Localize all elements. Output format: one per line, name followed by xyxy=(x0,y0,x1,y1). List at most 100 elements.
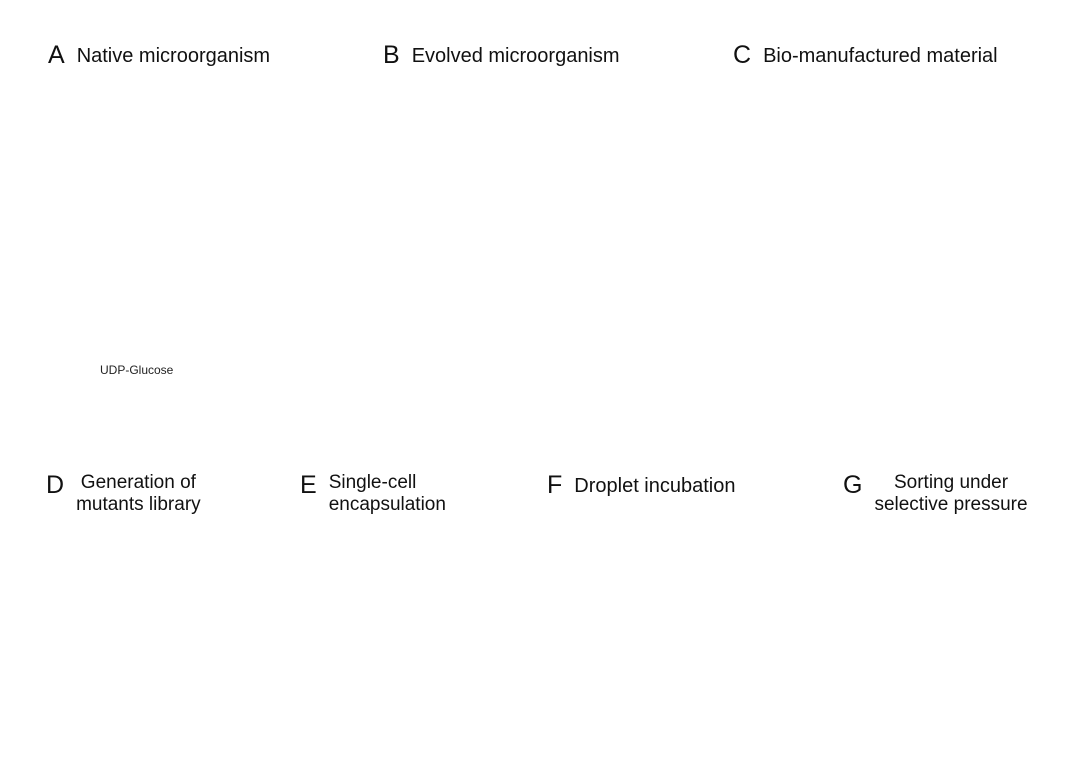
single-cell xyxy=(450,590,457,593)
mutant-cell xyxy=(108,638,130,653)
droplet-cell xyxy=(638,596,644,599)
droplet xyxy=(482,676,502,696)
single-cell xyxy=(420,600,427,603)
droplet-cell xyxy=(660,596,666,599)
droplet-cell xyxy=(572,554,578,557)
mutant-cell xyxy=(126,606,141,629)
droplet-cell xyxy=(704,680,710,683)
droplet-cell xyxy=(605,575,611,578)
mutant-cell xyxy=(99,662,116,684)
droplet-cell xyxy=(605,659,611,662)
channel-f-to-g xyxy=(590,522,1080,767)
droplet-cell xyxy=(616,596,622,599)
zoom-origin xyxy=(486,177,498,189)
droplet-cell xyxy=(605,617,611,620)
udp-glucose-dots xyxy=(163,316,268,375)
mutant-cell xyxy=(99,630,113,654)
droplet xyxy=(617,647,643,673)
droplet xyxy=(674,628,696,650)
mutant-cell xyxy=(58,657,77,675)
droplet xyxy=(575,607,597,629)
droplet xyxy=(674,546,696,566)
droplet xyxy=(685,565,707,587)
panel-letter: E xyxy=(300,471,317,499)
cellulose-pellicle xyxy=(877,200,1015,303)
mutant-cell xyxy=(97,685,120,700)
zoom-origin xyxy=(941,236,951,246)
gene-evolution-inset xyxy=(485,230,649,394)
droplet xyxy=(685,649,707,671)
cellulose-tray xyxy=(816,246,1059,360)
mutant-cell xyxy=(81,633,104,647)
mutant-cell xyxy=(41,630,55,653)
single-cell xyxy=(300,600,307,603)
droplet xyxy=(957,645,977,665)
mutant-cell xyxy=(104,661,125,679)
droplet-cell xyxy=(715,617,721,620)
droplet xyxy=(566,546,586,566)
droplet-cell xyxy=(682,554,688,557)
droplet xyxy=(345,673,365,693)
sorted-droplets xyxy=(735,523,1025,750)
mutant-cell xyxy=(47,670,70,685)
droplet-cell xyxy=(671,659,677,662)
laser-beam xyxy=(829,553,971,612)
droplet xyxy=(584,668,610,694)
droplet xyxy=(630,546,652,566)
mutant-cell xyxy=(59,682,73,705)
panel-title-line1: Single-cell xyxy=(328,472,417,493)
mutant-cell xyxy=(116,640,139,655)
droplet xyxy=(958,690,978,710)
droplet xyxy=(575,565,597,587)
sorting-chip xyxy=(840,530,1080,767)
mutant-cell xyxy=(128,634,147,653)
droplet-cell xyxy=(682,638,688,641)
droplet xyxy=(663,607,685,629)
droplet-cell xyxy=(682,680,688,683)
arrow-a-to-b xyxy=(180,112,400,198)
droplet xyxy=(707,607,714,629)
gloved-hands xyxy=(862,182,1065,212)
single-cell xyxy=(340,615,347,618)
droplet-cell xyxy=(649,659,655,662)
droplet-cell xyxy=(715,575,721,578)
droplet xyxy=(661,647,687,673)
droplet xyxy=(696,670,714,692)
arrow-b-to-c xyxy=(590,132,840,375)
mutant-cell xyxy=(176,626,190,649)
mutant-cell xyxy=(39,634,56,656)
evolved-flagella xyxy=(299,19,661,401)
droplet xyxy=(685,607,707,629)
droplet-cell xyxy=(594,680,600,683)
single-cell xyxy=(480,605,487,608)
mutant-cell xyxy=(105,604,123,624)
droplet-cell xyxy=(671,617,677,620)
droplet-cell xyxy=(682,596,688,599)
droplet-cell xyxy=(638,680,644,683)
droplet-cell xyxy=(594,554,600,557)
droplet-cell xyxy=(616,638,622,641)
mutant-cell xyxy=(94,646,111,667)
droplet-cell xyxy=(627,659,633,662)
mutant-cell xyxy=(40,631,60,650)
droplet-cell xyxy=(693,617,699,620)
mutant-cell xyxy=(99,670,113,693)
mutant-cell xyxy=(78,676,93,699)
droplet xyxy=(597,649,619,671)
mutant-cell xyxy=(35,613,53,633)
mutant-cell xyxy=(64,633,81,654)
single-cell xyxy=(510,592,517,595)
single-cell xyxy=(360,605,367,608)
droplet xyxy=(440,676,460,696)
panel-title-line1: Sorting under xyxy=(893,472,1009,493)
droplet-cell xyxy=(649,575,655,578)
single-cell xyxy=(305,618,312,621)
mutant-cell xyxy=(134,612,148,635)
mutant-cell xyxy=(119,635,137,655)
